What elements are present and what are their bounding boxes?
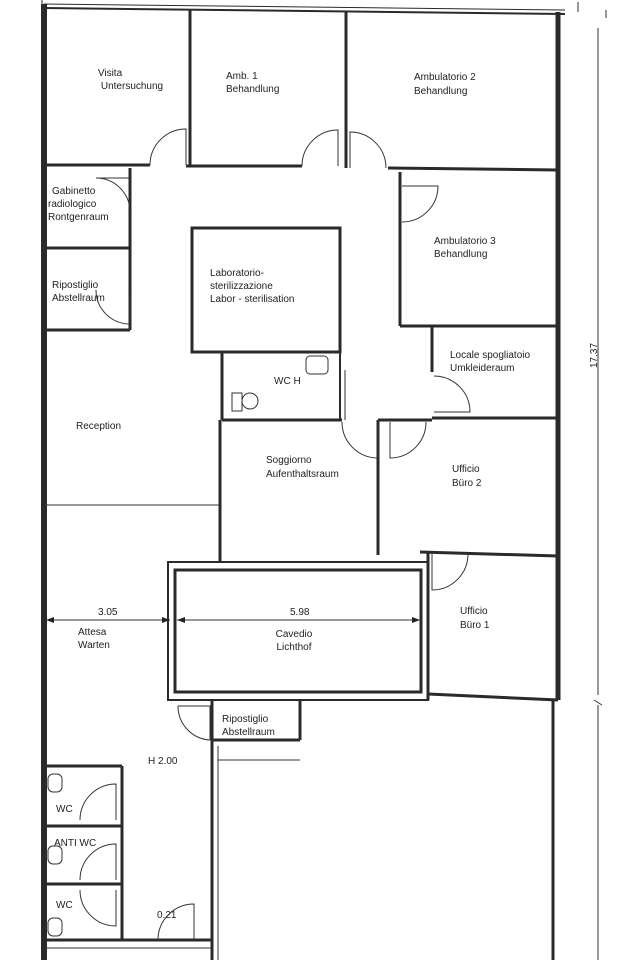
- door-swing-wc1: [79, 783, 117, 821]
- label-amb2-line2: Behandlung: [414, 86, 467, 97]
- label-attesa-line1: Attesa: [78, 627, 107, 638]
- label-amb1-line1: Amb. 1: [226, 71, 258, 82]
- right-doors: [341, 185, 471, 591]
- label-cavedio-line1: Cavedio: [276, 629, 313, 640]
- sink-icon: [47, 845, 63, 865]
- door-swing-ripostiglio1: [95, 289, 131, 325]
- door-swing-ripostiglio2: [177, 705, 211, 741]
- arrow-left-icon: [177, 617, 185, 623]
- arrow-left-icon: [46, 617, 54, 623]
- room-labels: Visita Untersuchung Amb. 1 Behandlung Am…: [48, 68, 530, 911]
- label-cavedio-line2: Lichthof: [276, 642, 311, 653]
- door-swing-amb2: [349, 131, 387, 169]
- label-wc-h: WC H: [274, 376, 301, 387]
- label-ripostiglio1-line1: Ripostiglio: [52, 280, 99, 291]
- label-visita-line1: Visita: [98, 68, 123, 79]
- label-laboratorio-line2: sterilizzazione: [210, 281, 273, 292]
- label-ufficio1-line1: Ufficio: [460, 606, 488, 617]
- toilet-bowl-icon: [241, 392, 259, 410]
- label-amb3-line2: Behandlung: [434, 249, 487, 260]
- label-ripostiglio2-line1: Ripostiglio: [222, 714, 269, 725]
- label-spogliatoio-line2: Umkleideraum: [450, 363, 514, 374]
- label-door-width: 0.21: [157, 910, 177, 921]
- door-swing-amb3: [401, 185, 439, 223]
- toilet-tank-icon: [231, 392, 243, 412]
- label-wc1: WC: [56, 804, 73, 815]
- left-small-rooms: [44, 168, 132, 332]
- label-gabinetto-line2: radiologico: [48, 199, 97, 210]
- top-doors: [149, 128, 387, 169]
- label-reception: Reception: [76, 421, 121, 432]
- wc-block: [44, 764, 212, 949]
- outer-walls: [41, 0, 579, 960]
- lower-partitions: [177, 699, 428, 960]
- door-swing-entrance: [157, 903, 195, 941]
- cavedio-walls: [167, 561, 429, 701]
- door-swing-spogliatoio: [433, 375, 471, 413]
- right-partitions: [218, 172, 559, 702]
- wc-sink-icon: [305, 355, 329, 375]
- dimension-lines: [46, 10, 607, 960]
- north-wall: [43, 7, 566, 15]
- wc-h-fixtures: [231, 355, 329, 412]
- label-attesa-line2: Warten: [78, 640, 110, 651]
- label-anti-wc: ANTI WC: [54, 838, 96, 849]
- label-height: H 2.00: [148, 756, 178, 767]
- north-wall-inner-line: [43, 3, 566, 11]
- label-gabinetto-line1: Gabinetto: [52, 186, 96, 197]
- label-laboratorio-line1: Laboratorio-: [210, 268, 264, 279]
- label-visita-line2: Untersuchung: [101, 81, 163, 92]
- label-ufficio2-line2: Büro 2: [452, 478, 482, 489]
- door-swing-soggiorno: [341, 421, 379, 459]
- door-swing-ufficio2: [389, 421, 427, 459]
- arrow-right-icon: [412, 617, 420, 623]
- label-ufficio2-line1: Ufficio: [452, 464, 480, 475]
- label-ripostiglio2-line2: Abstellraum: [222, 727, 275, 738]
- label-amb3-line1: Ambulatorio 3: [434, 236, 496, 247]
- label-laboratorio-line3: Labor - sterilisation: [210, 294, 294, 305]
- label-soggiorno-line2: Aufenthaltsraum: [266, 469, 339, 480]
- door-swing-anti-wc: [79, 843, 117, 881]
- door-swing-ufficio1: [431, 553, 469, 591]
- label-total-length: 17.37: [589, 343, 600, 368]
- arrow-right-icon: [162, 617, 170, 623]
- label-amb2-line1: Ambulatorio 2: [414, 72, 476, 83]
- dimension-labels: H 2.00 3.05 5.98 0.21 17.37: [98, 343, 600, 921]
- door-swing-gabinetto: [95, 177, 131, 213]
- dimension-tick: [593, 699, 603, 706]
- door-swing-amb1: [301, 129, 339, 167]
- label-cavedio-width: 5.98: [290, 607, 310, 618]
- label-ufficio1-line2: Büro 1: [460, 620, 490, 631]
- top-partitions: [44, 10, 559, 172]
- door-swing-wc2: [79, 889, 117, 927]
- label-ripostiglio1-line2: Abstellraum: [52, 293, 105, 304]
- label-spogliatoio-line1: Locale spogliatoio: [450, 350, 530, 361]
- label-gabinetto-line3: Rontgenraum: [48, 212, 109, 223]
- laboratorio-walls: [190, 226, 346, 420]
- label-amb1-line2: Behandlung: [226, 84, 279, 95]
- toilet-icon: [47, 773, 63, 793]
- label-soggiorno-line1: Soggiorno: [266, 455, 312, 466]
- toilet-icon: [47, 917, 63, 937]
- door-swing-visita: [149, 128, 187, 166]
- label-attesa-width: 3.05: [98, 607, 118, 618]
- label-wc2: WC: [56, 900, 73, 911]
